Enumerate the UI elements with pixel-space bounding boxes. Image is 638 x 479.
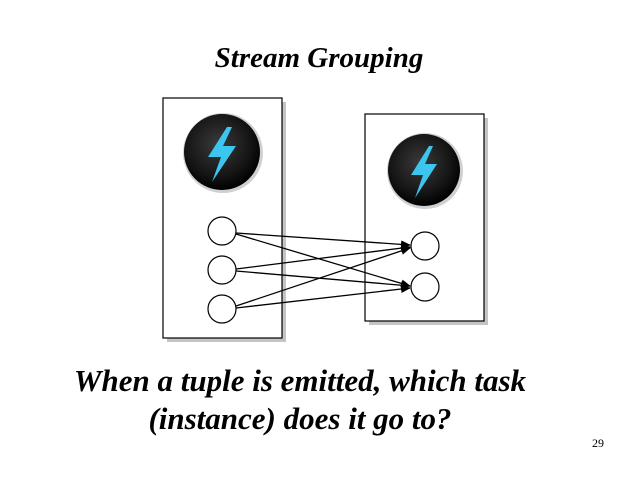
arrow bbox=[235, 247, 411, 307]
lightning-bolt-icon bbox=[387, 133, 463, 209]
question-line-2: (instance) does it go to? bbox=[148, 401, 452, 436]
task-circle bbox=[410, 231, 440, 261]
task-circle bbox=[207, 294, 237, 324]
task-circle bbox=[207, 216, 237, 246]
page-number: 29 bbox=[592, 436, 604, 450]
task-circle bbox=[207, 255, 237, 285]
slide-title: Stream Grouping bbox=[214, 42, 424, 74]
arrow bbox=[235, 285, 411, 309]
task-circle bbox=[410, 272, 440, 302]
lightning-bolt-icon bbox=[183, 113, 263, 193]
connection-arrows bbox=[235, 232, 411, 309]
question-line-1: When a tuple is emitted, which task bbox=[73, 363, 527, 398]
arrow bbox=[235, 244, 411, 270]
right-bolt-box bbox=[364, 113, 488, 325]
left-bolt-box bbox=[162, 97, 286, 342]
question-text: When a tuple is emitted, which task (ins… bbox=[0, 362, 600, 438]
arrow bbox=[235, 233, 411, 288]
arrow bbox=[235, 232, 411, 249]
arrow bbox=[235, 270, 411, 290]
